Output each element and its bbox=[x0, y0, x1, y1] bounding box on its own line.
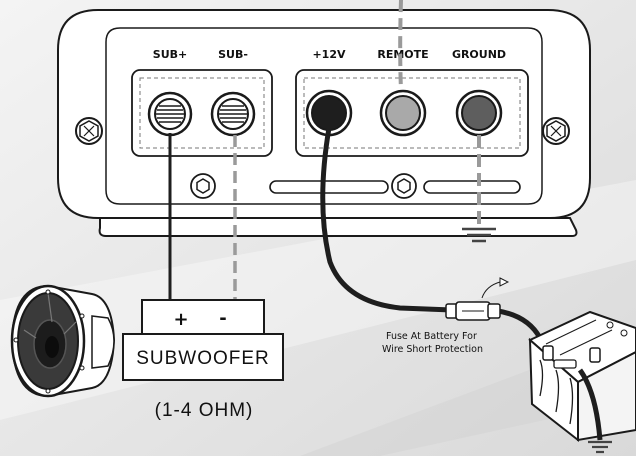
label-12v: +12V bbox=[312, 48, 346, 61]
sub-plus-terminal bbox=[147, 91, 193, 137]
speaker-panel-dashed-guide bbox=[139, 77, 265, 149]
right-mount-screw bbox=[542, 117, 570, 145]
amplifier-bevel bbox=[105, 27, 543, 205]
inline-fuse bbox=[445, 301, 501, 321]
fuse-pointer-arrow bbox=[481, 281, 501, 299]
label-sub-minus: SUB- bbox=[218, 48, 248, 61]
chassis-ground-symbol bbox=[462, 227, 496, 243]
label-remote: REMOTE bbox=[377, 48, 428, 61]
power-wire bbox=[320, 127, 453, 313]
car-battery bbox=[528, 310, 636, 443]
subwoofer-speaker bbox=[10, 284, 116, 398]
remote-terminal bbox=[379, 89, 427, 137]
vent-slot-left bbox=[269, 180, 389, 194]
hex-screw-center bbox=[391, 173, 417, 199]
power-12v-terminal bbox=[305, 89, 353, 137]
battery-ground-symbol bbox=[588, 440, 612, 454]
subwoofer-minus-sign: - bbox=[219, 308, 226, 329]
subwoofer-label-box bbox=[122, 333, 284, 381]
arrow-head bbox=[499, 277, 510, 287]
battery-ground-wire bbox=[577, 368, 603, 441]
label-sub-plus: SUB+ bbox=[153, 48, 187, 61]
subwoofer-impedance: (1-4 OHM) bbox=[155, 400, 254, 421]
fuse-note-line2: Wire Short Protection bbox=[382, 344, 483, 355]
sub-minus-terminal bbox=[210, 91, 256, 137]
subwoofer-label: SUBWOOFER bbox=[136, 348, 270, 369]
vent-slot-right bbox=[423, 180, 521, 194]
background-band-dark bbox=[0, 330, 636, 456]
subwoofer-terminal-block bbox=[141, 299, 265, 335]
left-mount-screw bbox=[75, 117, 103, 145]
subwoofer-plus-sign: + bbox=[173, 309, 188, 330]
amplifier: SUB+ SUB- +12V REMOTE GROUND bbox=[57, 0, 591, 237]
label-ground: GROUND bbox=[452, 48, 506, 61]
power-panel-dashed-guide bbox=[303, 77, 521, 149]
ground-terminal bbox=[455, 89, 503, 137]
amplifier-base-plate bbox=[98, 217, 578, 237]
hex-screw-left bbox=[190, 173, 216, 199]
fuse-note-line1: Fuse At Battery For bbox=[386, 331, 477, 342]
